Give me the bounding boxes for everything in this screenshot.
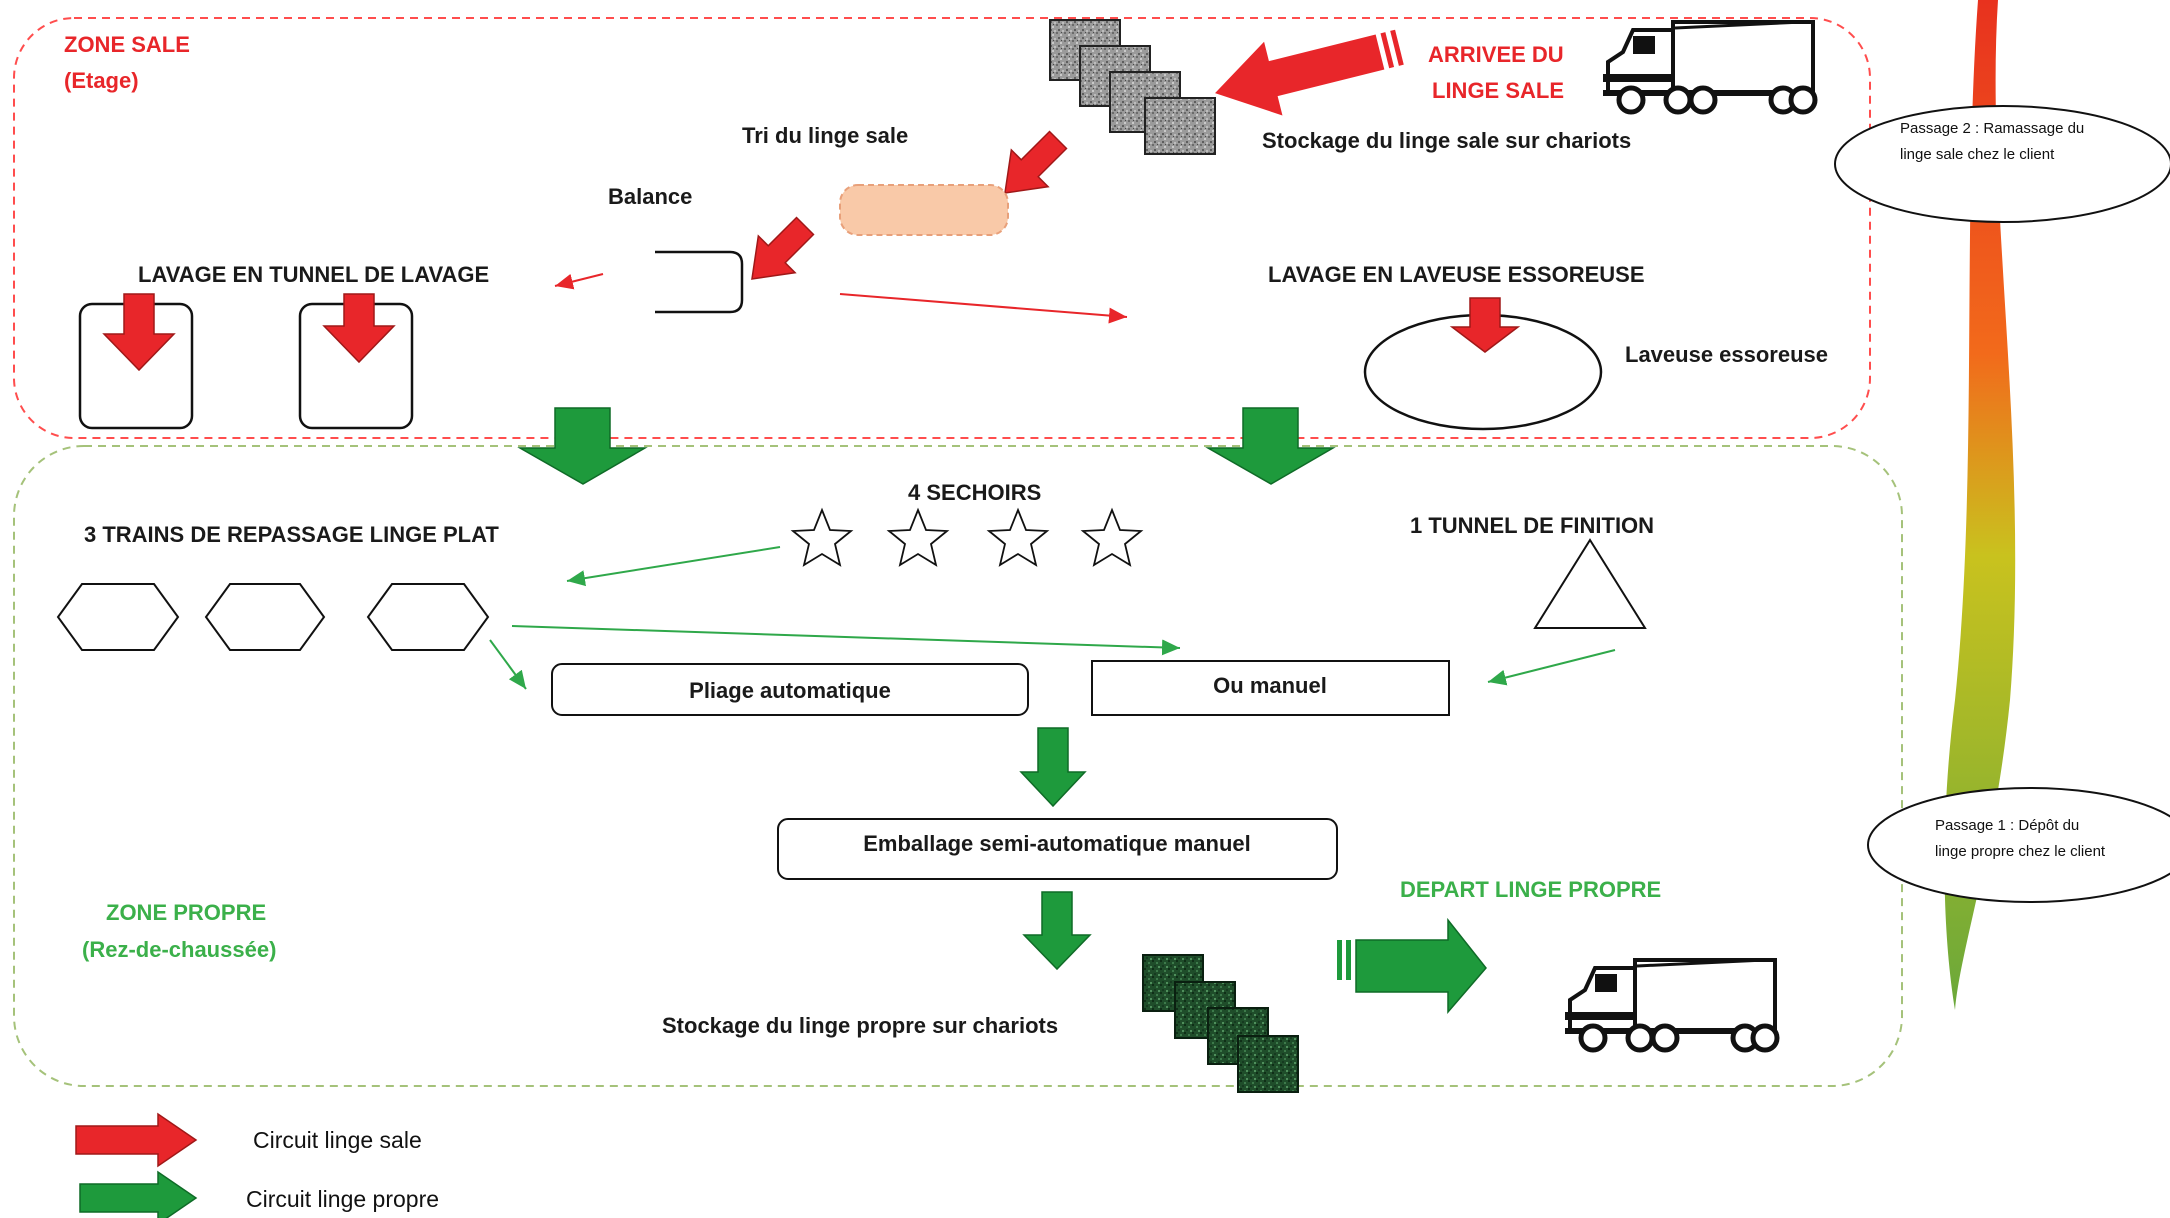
balance-machine [655,250,744,314]
dirty-storage-carts-icon [1049,19,1216,155]
sorting-red-arrow [1004,130,1068,194]
sorting-area-box [839,184,1009,236]
dryers-to-ironing-arrow [566,546,781,587]
zone-transfer-green-arrow-left [517,407,648,485]
sorting-label: Tri du linge sale [742,123,908,148]
clean-storage-label: Stockage du linge propre sur chariots [662,1013,1058,1038]
dryer-star-2 [886,507,950,567]
legend-clean-label: Circuit linge propre [246,1186,439,1212]
ironing-train-3 [366,583,490,651]
tunnel-wash-label: LAVAGE EN TUNNEL DE LAVAGE [138,262,489,287]
passage-1-ellipse [1867,787,2170,903]
to-clean-storage-green-arrow [1022,891,1092,971]
manual-folding-label: Ou manuel [1213,673,1327,698]
clean-zone-border [13,445,1903,1087]
dirty-zone-border [13,17,1871,439]
washer-extractor-red-arrow [1449,297,1521,353]
washer-wash-label: LAVAGE EN LAVEUSE ESSOREUSE [1268,262,1645,287]
washer-machine-label: Laveuse essoreuse [1625,342,1828,367]
packaging-label: Emballage semi-automatique manuel [863,831,1251,856]
auto-folding-label: Pliage automatique [689,678,891,703]
passage-1-line1: Passage 1 : Dépôt du [1935,817,2079,834]
to-tunnel-thin-arrow [554,273,604,290]
side-cycle-swoosh [1944,0,2016,1010]
tunnel-washer-2-red-arrow [322,293,396,364]
zone-transfer-green-arrow-right [1205,407,1336,485]
passage-1-line2: linge propre chez le client [1935,843,2106,860]
arrival-line2: LINGE SALE [1432,78,1564,103]
passage-2-line2: linge sale chez le client [1900,146,2055,163]
dryer-star-1 [790,507,854,567]
legend-dirty-arrow-icon [75,1112,198,1168]
clean-storage-carts-icon [1142,954,1299,1093]
tunnel-washer-1-red-arrow [102,293,176,372]
to-packaging-green-arrow [1019,727,1087,808]
passage-2-ellipse [1834,105,2170,223]
clean-zone-title: ZONE PROPRE [106,900,266,925]
departure-truck-icon [1565,958,1780,1053]
truck-icon [1603,20,1818,115]
arrival-line1: ARRIVEE DU [1428,42,1564,67]
auto-folding-box [551,663,1029,716]
ironing-train-1 [56,583,180,651]
passage-2-line1: Passage 2 : Ramassage du [1900,120,2084,137]
departure-green-arrow [1337,917,1487,1015]
balance-label: Balance [608,184,692,209]
dirty-zone-title: ZONE SALE [64,32,190,57]
departure-label: DEPART LINGE PROPRE [1400,877,1661,902]
legend-dirty-label: Circuit linge sale [253,1127,422,1153]
ironing-to-manual-arrow [511,625,1181,656]
arrival-red-arrow [1215,29,1404,116]
packaging-box [777,818,1338,880]
dirty-storage-label: Stockage du linge sale sur chariots [1262,128,1631,153]
clean-zone-subtitle: (Rez-de-chaussée) [82,937,276,962]
dryer-star-3 [986,507,1050,567]
manual-folding-box [1091,660,1450,716]
finishing-label: 1 TUNNEL DE FINITION [1410,513,1654,538]
finishing-tunnel-shape [1533,538,1647,629]
ironing-train-2 [204,583,326,651]
dryer-star-4 [1080,507,1144,567]
dryers-label: 4 SECHOIRS [908,480,1041,505]
finishing-to-manual-arrow [1487,649,1616,686]
ironing-to-auto-arrow [489,639,527,690]
to-washer-thin-arrow [839,293,1128,324]
legend-clean-arrow-icon [79,1170,198,1218]
balance-red-arrow [751,216,815,280]
dirty-zone-subtitle: (Etage) [64,68,139,93]
ironing-label: 3 TRAINS DE REPASSAGE LINGE PLAT [84,522,499,547]
